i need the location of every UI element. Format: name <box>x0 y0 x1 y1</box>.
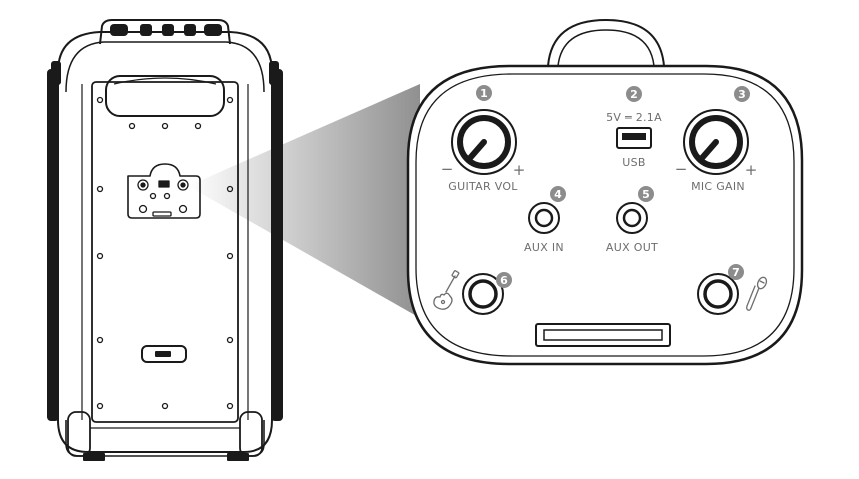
guitar-vol-label: GUITAR VOL <box>448 180 518 193</box>
zoom-beam <box>188 84 420 318</box>
microphone-icon <box>746 276 768 311</box>
aux-out-group: 5 AUX OUT <box>606 186 658 254</box>
right-foot <box>227 453 249 461</box>
small-panel-jacks <box>137 179 189 217</box>
panel-top-handle <box>547 18 665 67</box>
zoomed-control-panel: 1 − + GUITAR VOL 2 5V ═ 2.1A USB 3 − + M… <box>406 18 804 366</box>
badge-6-number: 6 <box>500 274 508 287</box>
badge-4-number: 4 <box>554 188 562 201</box>
badge-5 <box>638 186 654 202</box>
rear-handle <box>105 75 225 117</box>
rear-panel <box>91 81 239 423</box>
right-side-rail <box>271 69 283 421</box>
guitar-input-group: 6 <box>433 270 512 315</box>
bottom-slot <box>535 323 671 347</box>
guitar-vol-minus: − <box>441 160 454 178</box>
top-knobs <box>110 24 222 36</box>
bottom-switch <box>141 345 187 363</box>
badge-2 <box>626 86 642 102</box>
badge-1 <box>476 85 492 101</box>
guitar-vol-plus: + <box>513 161 526 179</box>
usb-port-group: 2 5V ═ 2.1A USB <box>606 86 662 169</box>
guitar-vol-control[interactable]: 1 − + GUITAR VOL <box>441 85 526 193</box>
mic-input-group: 7 <box>697 264 768 315</box>
badge-6 <box>496 272 512 288</box>
badge-1-number: 1 <box>480 87 488 100</box>
speaker-shell-inner <box>65 41 265 93</box>
badge-3-number: 3 <box>738 88 746 101</box>
badge-2-number: 2 <box>630 88 638 101</box>
left-side-rail <box>47 69 59 421</box>
badge-4 <box>550 186 566 202</box>
mic-gain-plus: + <box>745 161 758 179</box>
panel-screws <box>96 96 234 410</box>
left-foot <box>83 453 105 461</box>
aux-out-label: AUX OUT <box>606 241 658 254</box>
usb-rating-label: 5V ═ 2.1A <box>606 111 662 124</box>
badge-5-number: 5 <box>642 188 650 201</box>
usb-label: USB <box>622 156 645 169</box>
speaker-body <box>47 19 283 461</box>
panel-outline <box>406 64 804 366</box>
mic-gain-label: MIC GAIN <box>691 180 745 193</box>
speaker-base <box>65 420 265 457</box>
speaker-shell <box>57 31 273 453</box>
mic-gain-minus: − <box>675 160 688 178</box>
small-connector-panel <box>127 163 201 219</box>
badge-7-number: 7 <box>732 266 740 279</box>
aux-in-label: AUX IN <box>524 241 564 254</box>
aux-in-group: 4 AUX IN <box>524 186 566 254</box>
badge-7 <box>728 264 744 280</box>
guitar-icon <box>433 270 460 310</box>
badge-3 <box>734 86 750 102</box>
mic-gain-control[interactable]: 3 − + MIC GAIN <box>675 86 758 193</box>
top-control-strip <box>99 19 231 45</box>
